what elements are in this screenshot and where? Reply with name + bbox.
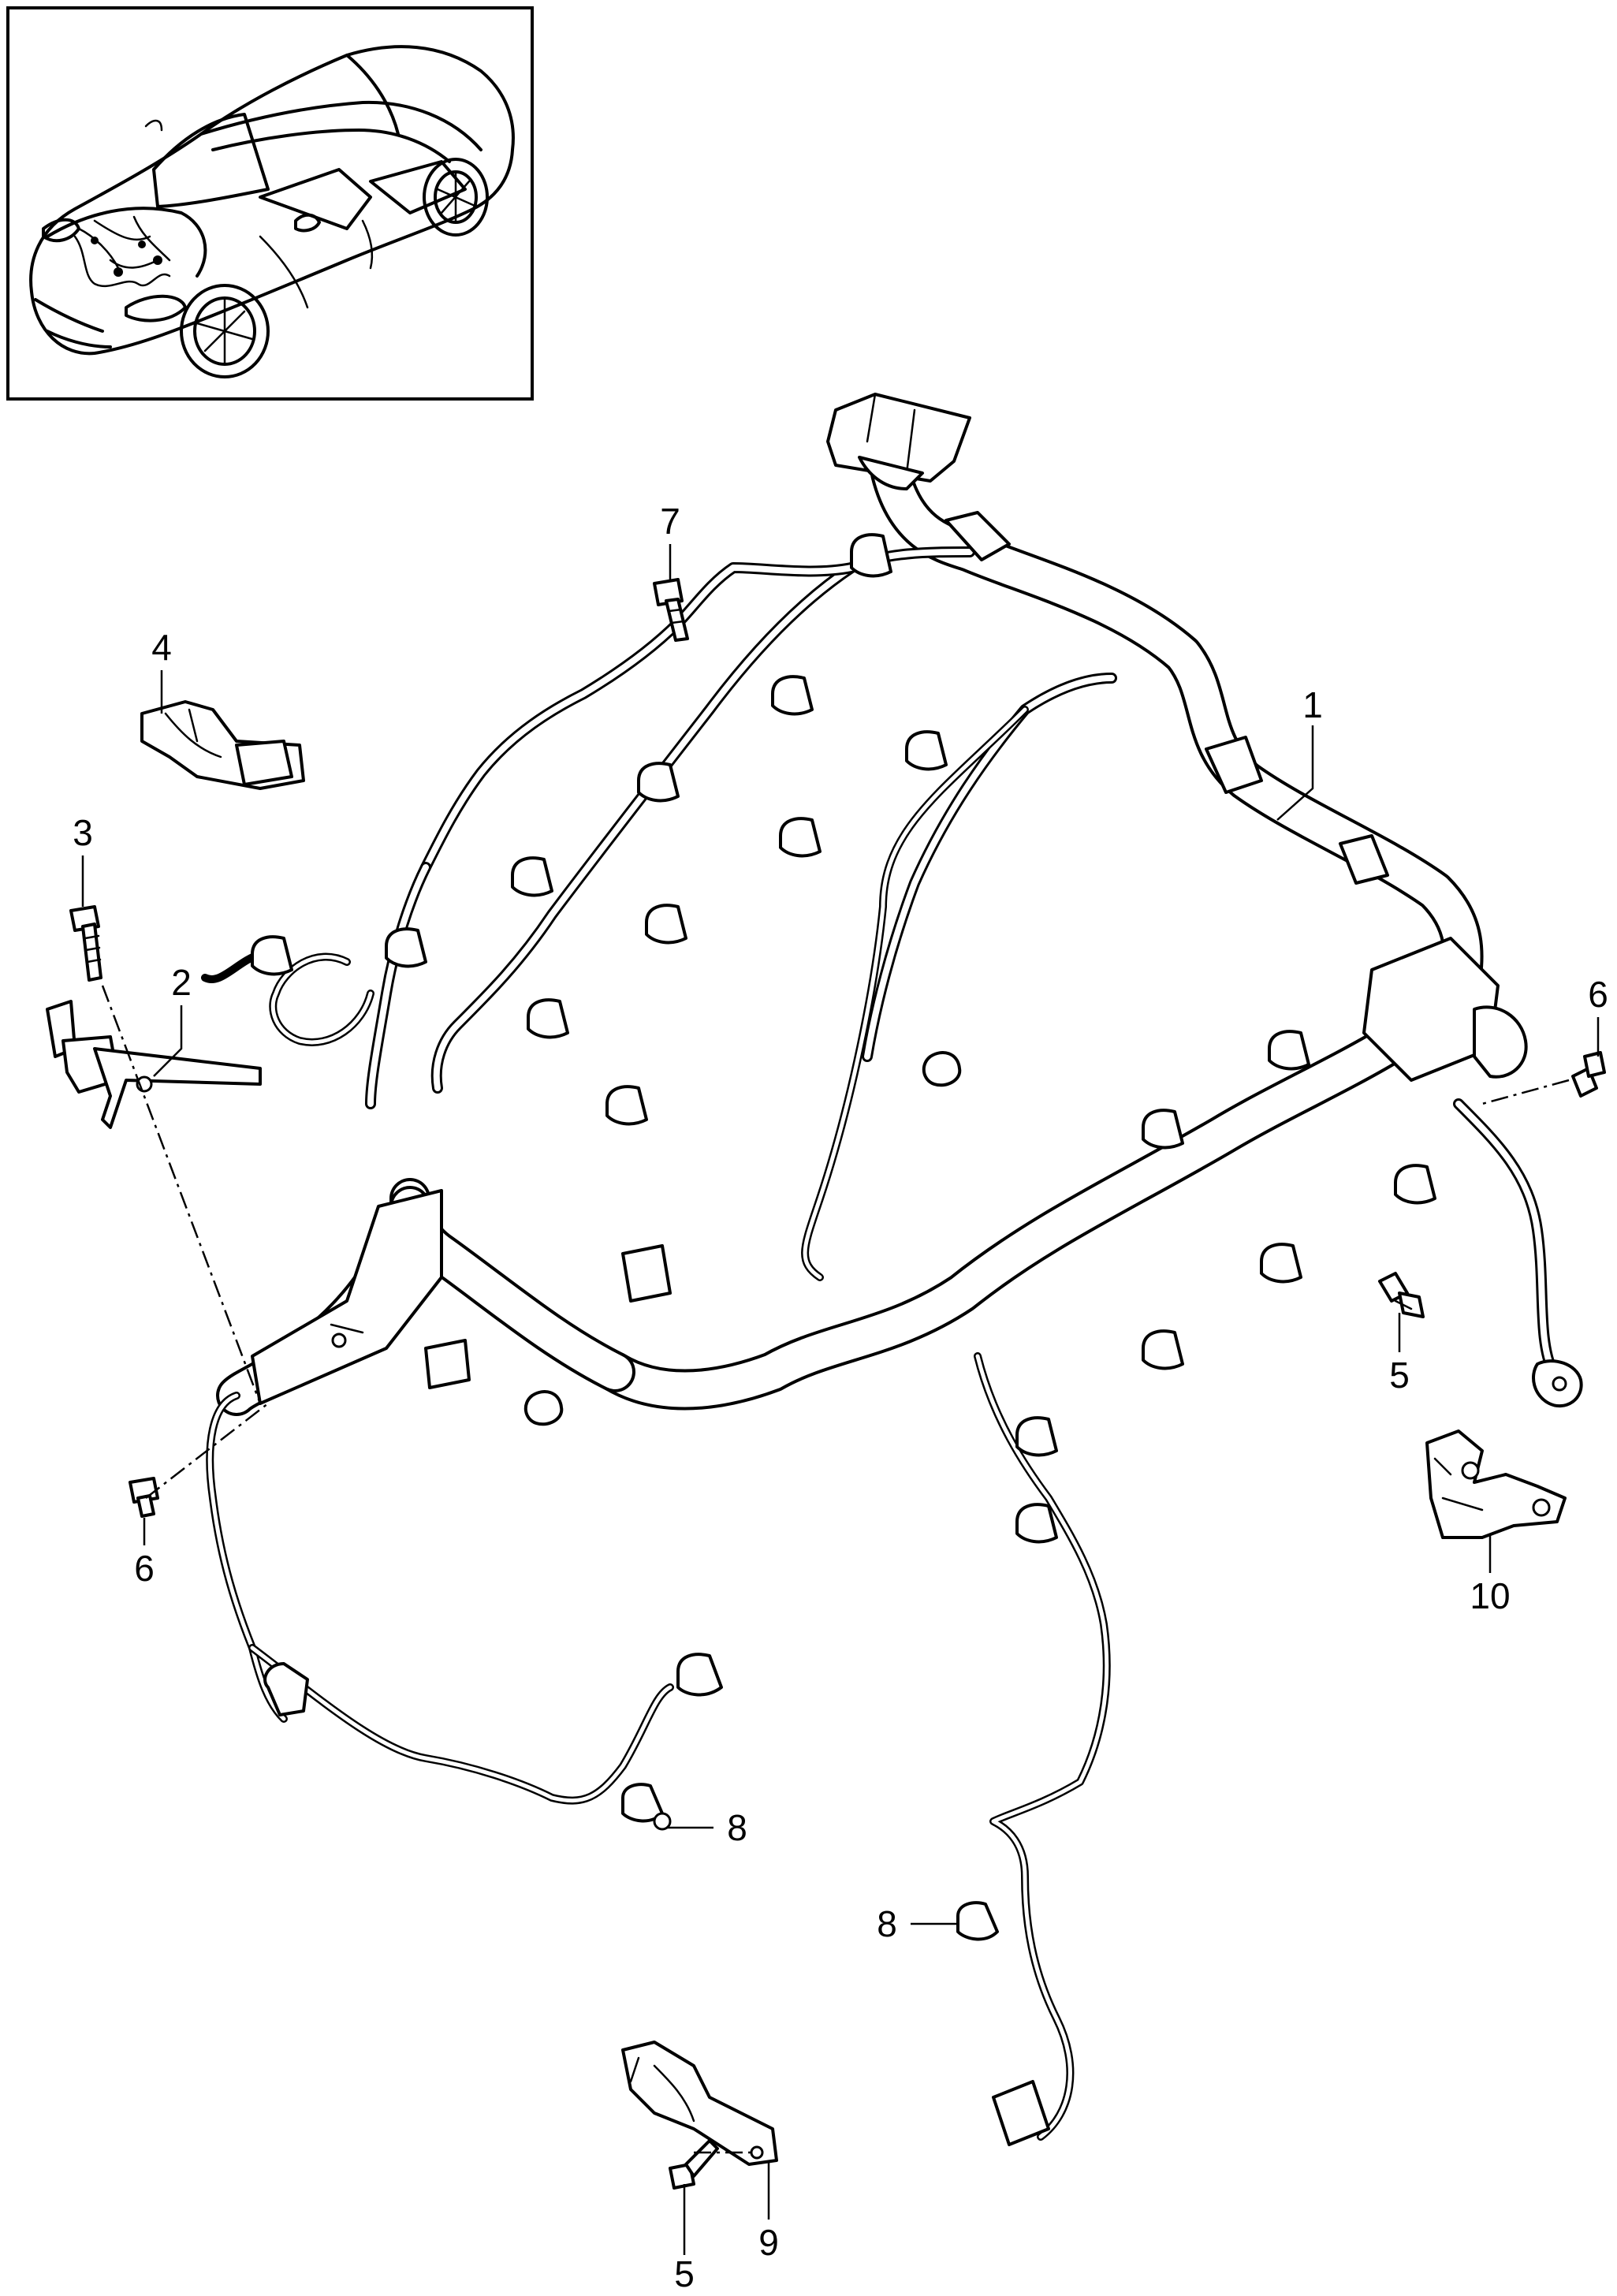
vehicle-locator-inset <box>6 6 534 401</box>
callout-7: 7 <box>660 501 680 542</box>
callout-4: 4 <box>151 627 172 668</box>
callout-3: 3 <box>73 812 93 853</box>
part-6-bolt-a <box>1571 1051 1606 1098</box>
callout-8b: 8 <box>877 1903 897 1944</box>
part-6-bolt-b <box>129 1477 159 1518</box>
part-4-holder <box>140 700 305 790</box>
callout-1: 1 <box>1302 684 1323 725</box>
callout-6a: 6 <box>1588 974 1608 1015</box>
callout-9: 9 <box>758 2222 779 2263</box>
trunk-clip <box>944 511 1011 561</box>
part-2-sensor-bracket <box>46 1000 262 1129</box>
callout-8a: 8 <box>727 1807 747 1848</box>
part-3-bolt <box>69 905 102 982</box>
callout-2: 2 <box>171 962 192 1003</box>
part-9-bracket <box>621 2041 778 2166</box>
part-5-bolt-a <box>1378 1272 1425 1318</box>
callout-5a: 5 <box>1389 1355 1410 1396</box>
leader-lines <box>81 544 1600 2255</box>
callout-6b: 6 <box>134 1548 155 1589</box>
engine-wiring-harness <box>201 393 1583 2146</box>
part-8-clip-b <box>956 1901 999 1941</box>
part-7-bolt <box>653 578 689 642</box>
callout-5b: 5 <box>674 2253 695 2294</box>
car-illustration <box>29 45 515 378</box>
part-8-clip-a <box>621 1783 672 1831</box>
harness-bracket <box>251 1189 443 1405</box>
part-5-bolt-b <box>669 2139 719 2190</box>
callout-10: 10 <box>1470 1575 1510 1616</box>
alignment-lines <box>101 985 1570 2154</box>
injector-connectors <box>251 533 1436 1544</box>
part-10-bracket <box>1425 1429 1567 1539</box>
callout-labels: 1 2 3 4 5 5 6 6 7 8 8 9 10 <box>73 501 1608 2294</box>
